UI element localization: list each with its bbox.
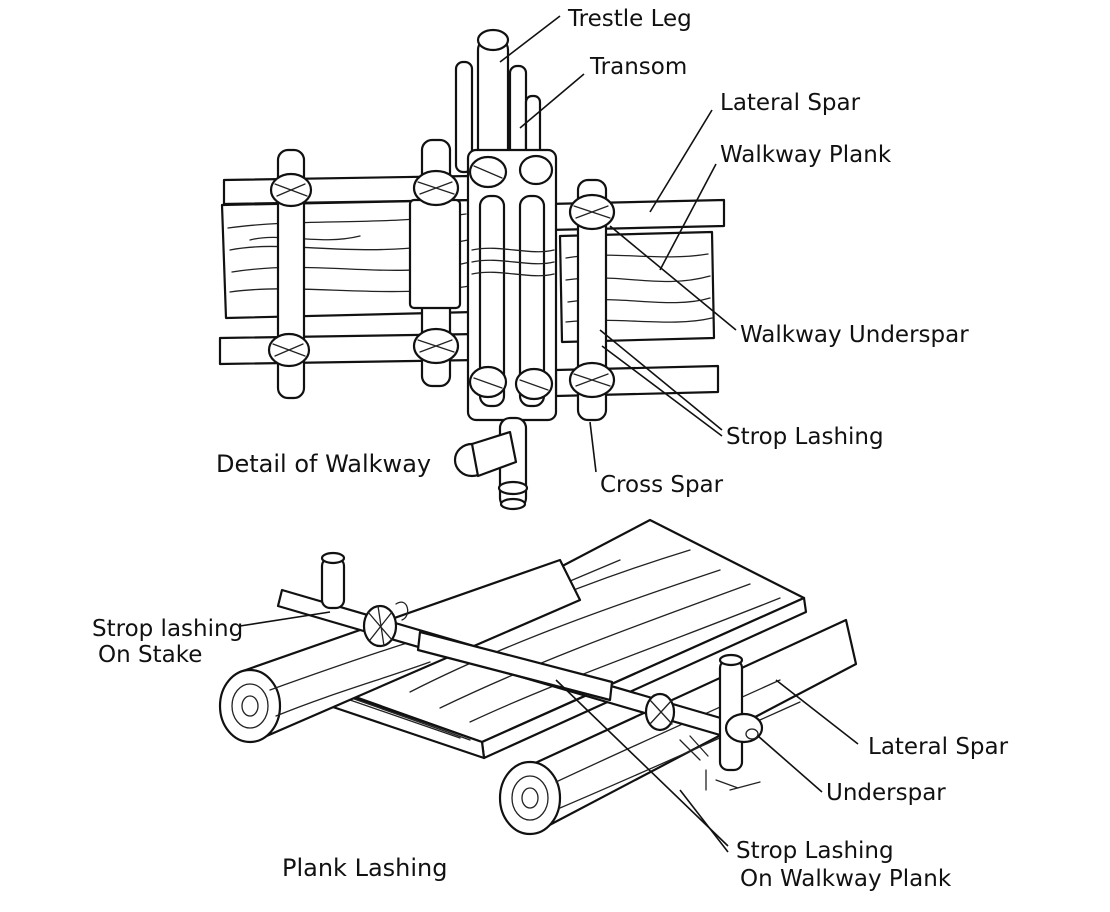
bottom-lashings (362, 601, 764, 761)
left-lashings (267, 169, 460, 368)
label-walkway-underspar: Walkway Underspar (740, 322, 969, 348)
walkway-detail-drawing (218, 28, 726, 511)
caption-detail-of-walkway: Detail of Walkway (216, 450, 431, 478)
back-lateral-spar-log (218, 558, 582, 744)
label-strop-lashing-on-plank-line1: Strop Lashing (736, 838, 894, 864)
top-leader-lines (499, 15, 737, 473)
plank-lashing-drawing (218, 518, 858, 836)
label-strop-lashing: Strop Lashing (726, 424, 884, 450)
label-trestle-leg: Trestle Leg (567, 6, 692, 32)
bottom-leader-lines (239, 611, 859, 853)
label-lateral-spar-bottom: Lateral Spar (868, 734, 1009, 760)
label-walkway-plank: Walkway Plank (720, 142, 892, 168)
right-cross-spar (568, 178, 616, 422)
label-strop-lashing-on-stake-line2: On Stake (98, 642, 202, 668)
label-strop-lashing-on-stake-line1: Strop lashing (92, 616, 243, 642)
label-cross-spar: Cross Spar (600, 472, 724, 498)
label-underspar: Underspar (826, 780, 946, 806)
stakes (320, 551, 761, 791)
label-lateral-spar-top: Lateral Spar (720, 90, 861, 116)
label-transom: Transom (589, 54, 687, 80)
label-strop-lashing-on-plank-line2: On Walkway Plank (740, 866, 952, 892)
trestle-assembly (453, 28, 558, 511)
caption-plank-lashing: Plank Lashing (282, 854, 448, 882)
